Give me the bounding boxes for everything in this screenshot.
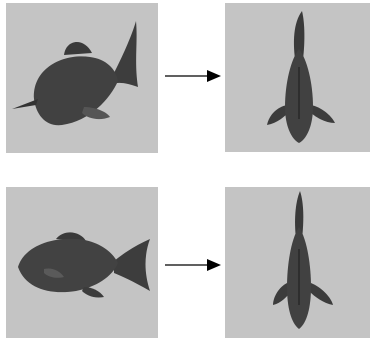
fish-side-icon <box>6 187 158 338</box>
fish-top-icon <box>225 3 370 152</box>
arrow-right-icon <box>163 68 223 82</box>
target-view-panel-2 <box>225 187 370 338</box>
target-view-panel-1 <box>225 3 370 152</box>
fish-top-icon <box>225 187 370 338</box>
fish-side-icon <box>6 3 158 153</box>
source-view-panel-1 <box>6 3 158 153</box>
source-view-panel-2 <box>6 187 158 338</box>
arrow-right-icon <box>163 257 223 271</box>
